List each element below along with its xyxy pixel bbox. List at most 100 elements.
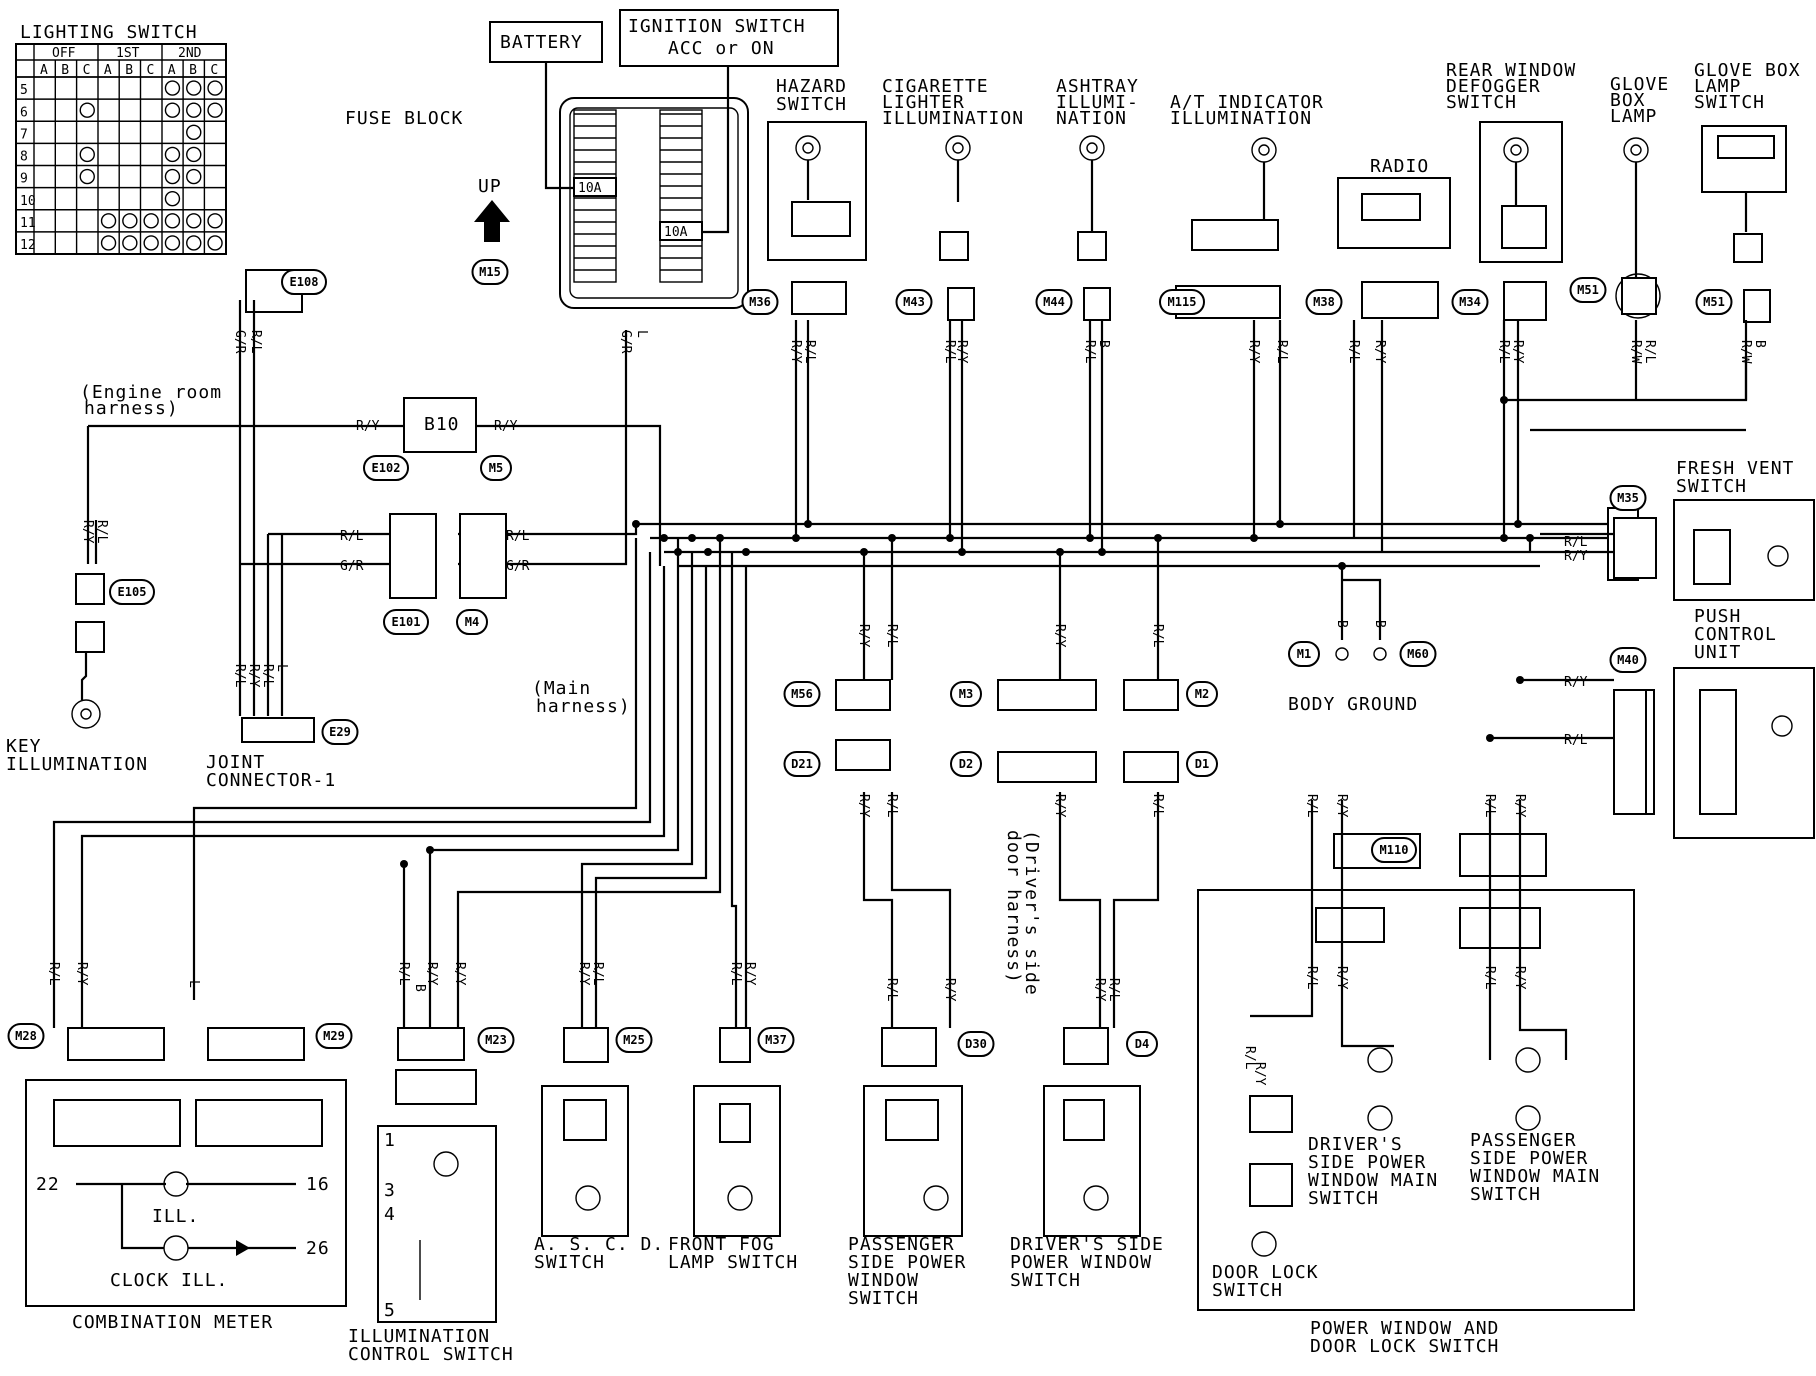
terminal-header: B	[189, 63, 197, 78]
combination-meter: 22 16 26 ILL. CLOCK ILL. COMBINATION MET…	[25, 1079, 347, 1333]
connector-tag-oval	[1695, 289, 1733, 315]
connector-tag-oval	[757, 1027, 795, 1053]
connector-tag-m35: M35	[1617, 491, 1639, 505]
wire-color-label: R/W	[1738, 340, 1753, 364]
middle-wiring	[835, 538, 1179, 1028]
wire-color-label: G/R	[232, 330, 247, 354]
svg-text:JOINT: JOINT	[206, 752, 265, 773]
terminal-header: B	[125, 63, 133, 78]
wire-color-label: R/Y	[1512, 966, 1527, 990]
connector-tag-oval	[321, 719, 359, 745]
continuity-circle	[100, 213, 117, 229]
joint-connector-1: JOINT CONNECTOR-1	[206, 717, 335, 791]
connector-tag-m110: M110	[1380, 843, 1409, 857]
wire-color-label: R/L	[1642, 340, 1657, 364]
svg-text:CONTROL SWITCH: CONTROL SWITCH	[348, 1344, 514, 1365]
connector-tag-oval	[1186, 681, 1218, 707]
wire-color-label: R/Y	[356, 419, 380, 434]
junction-dot	[1098, 548, 1106, 556]
battery-box	[489, 21, 603, 63]
connector-tag-oval	[471, 259, 509, 285]
connector-tag-m4: M4	[465, 615, 479, 629]
connector-tag-oval	[363, 455, 409, 481]
connector-block	[1503, 281, 1547, 321]
svg-text:4: 4	[384, 1204, 396, 1225]
wire-color-label: R/L	[942, 340, 957, 364]
connector-tag-oval	[895, 289, 933, 315]
junction-dot	[1500, 534, 1508, 542]
continuity-circle	[186, 146, 202, 163]
illumination-control-switch: 1 3 4 5 ILLUMINATION CONTROL SWITCH	[348, 1027, 514, 1365]
wire-color-label: R/Y	[1092, 978, 1107, 1002]
svg-text:SIDE POWER: SIDE POWER	[848, 1252, 966, 1273]
connector-tag-m37: M37	[765, 1033, 787, 1047]
power-window-and-door-lock-switch: DRIVER'S SIDE POWER WINDOW MAIN SWITCH P…	[1197, 800, 1635, 1357]
connector-tag-m44: M44	[1043, 295, 1065, 309]
junction-dot	[946, 534, 954, 542]
connector-tag-e102: E102	[372, 461, 401, 475]
wire-color-label: R/Y	[1052, 624, 1067, 648]
continuity-circle	[164, 168, 181, 185]
svg-text:KEY: KEY	[6, 736, 42, 757]
wire-color-label: R/L	[1106, 978, 1121, 1002]
m28-connector-block	[67, 1027, 165, 1061]
ignition-switch-label: IGNITION SWITCH	[628, 16, 806, 37]
svg-text:ILLUMINATION: ILLUMINATION	[1170, 108, 1312, 129]
svg-text:CONTROL: CONTROL	[1694, 624, 1777, 645]
wire-color-label: R/L	[260, 664, 275, 688]
connector-tag-oval	[1371, 837, 1417, 863]
connector-tag-oval	[1288, 641, 1320, 667]
ignition-switch-state: ACC or ON	[668, 38, 775, 59]
connector-tag-oval	[783, 681, 821, 707]
wire-color-label: R/L	[802, 340, 817, 364]
wire-color-label: R/Y	[80, 520, 95, 544]
continuity-circle	[79, 168, 95, 185]
connector-tag-m51: M51	[1577, 283, 1599, 297]
continuity-circle	[186, 102, 202, 118]
junction-dot	[1526, 534, 1534, 542]
connector-block	[1743, 289, 1771, 323]
continuity-circle	[207, 102, 223, 118]
svg-text:LAMP: LAMP	[1694, 76, 1741, 97]
fuse-block: 10A 10A	[559, 97, 749, 309]
wire-color-label: R/L	[1242, 1046, 1257, 1070]
svg-text:GLOVE: GLOVE	[1610, 74, 1669, 95]
wire-color-label: R/Y	[494, 419, 518, 434]
row-number: 6	[20, 105, 28, 120]
hazard-switch: HAZARD SWITCH	[767, 76, 867, 261]
connector-tag-m23: M23	[485, 1033, 507, 1047]
radio: RADIO	[1337, 156, 1451, 249]
wire-color-label: B	[412, 984, 427, 992]
connector-tag-oval	[1399, 641, 1437, 667]
continuity-circle	[164, 190, 181, 207]
wire-color-label: R/L	[1564, 535, 1588, 550]
continuity-circle	[100, 235, 117, 251]
wire-color-label: R/L	[248, 330, 263, 354]
svg-text:PASSENGER: PASSENGER	[848, 1234, 955, 1255]
position-off: OFF	[52, 46, 76, 61]
svg-text:SWITCH: SWITCH	[1676, 476, 1747, 497]
fuse-block-label: FUSE BLOCK	[345, 108, 463, 129]
wire-color-label: G/R	[618, 330, 633, 354]
wire-color-label: R/L	[94, 520, 109, 544]
wire-color-label: B	[1372, 620, 1387, 628]
wire-color-label: R/L	[590, 962, 605, 986]
svg-text:PUSH: PUSH	[1694, 606, 1741, 627]
svg-text:LIGHTER: LIGHTER	[882, 92, 965, 113]
connector-tag-oval	[615, 1027, 653, 1053]
connector-tag-d4: D4	[1135, 1037, 1149, 1051]
at-indicator-illumination: A/T INDICATOR ILLUMINATION	[1170, 92, 1324, 251]
wire-color-label: R/L	[340, 529, 364, 544]
svg-text:LAMP SWITCH: LAMP SWITCH	[668, 1252, 798, 1273]
m29-connector-block	[207, 1027, 305, 1061]
svg-text:5: 5	[384, 1300, 396, 1321]
wire-color-label: R/Y	[856, 794, 871, 818]
svg-text:16: 16	[306, 1174, 330, 1195]
wire-color-label: R/Y	[856, 624, 871, 648]
wire-color-label: R/Y	[1372, 340, 1387, 364]
svg-text:A/T INDICATOR: A/T INDICATOR	[1170, 92, 1324, 113]
wire-color-label: R/Y	[942, 978, 957, 1002]
wire-color-label: R/W	[1628, 340, 1643, 364]
svg-text:RADIO: RADIO	[1370, 156, 1429, 177]
connector-tag-oval	[1305, 289, 1343, 315]
